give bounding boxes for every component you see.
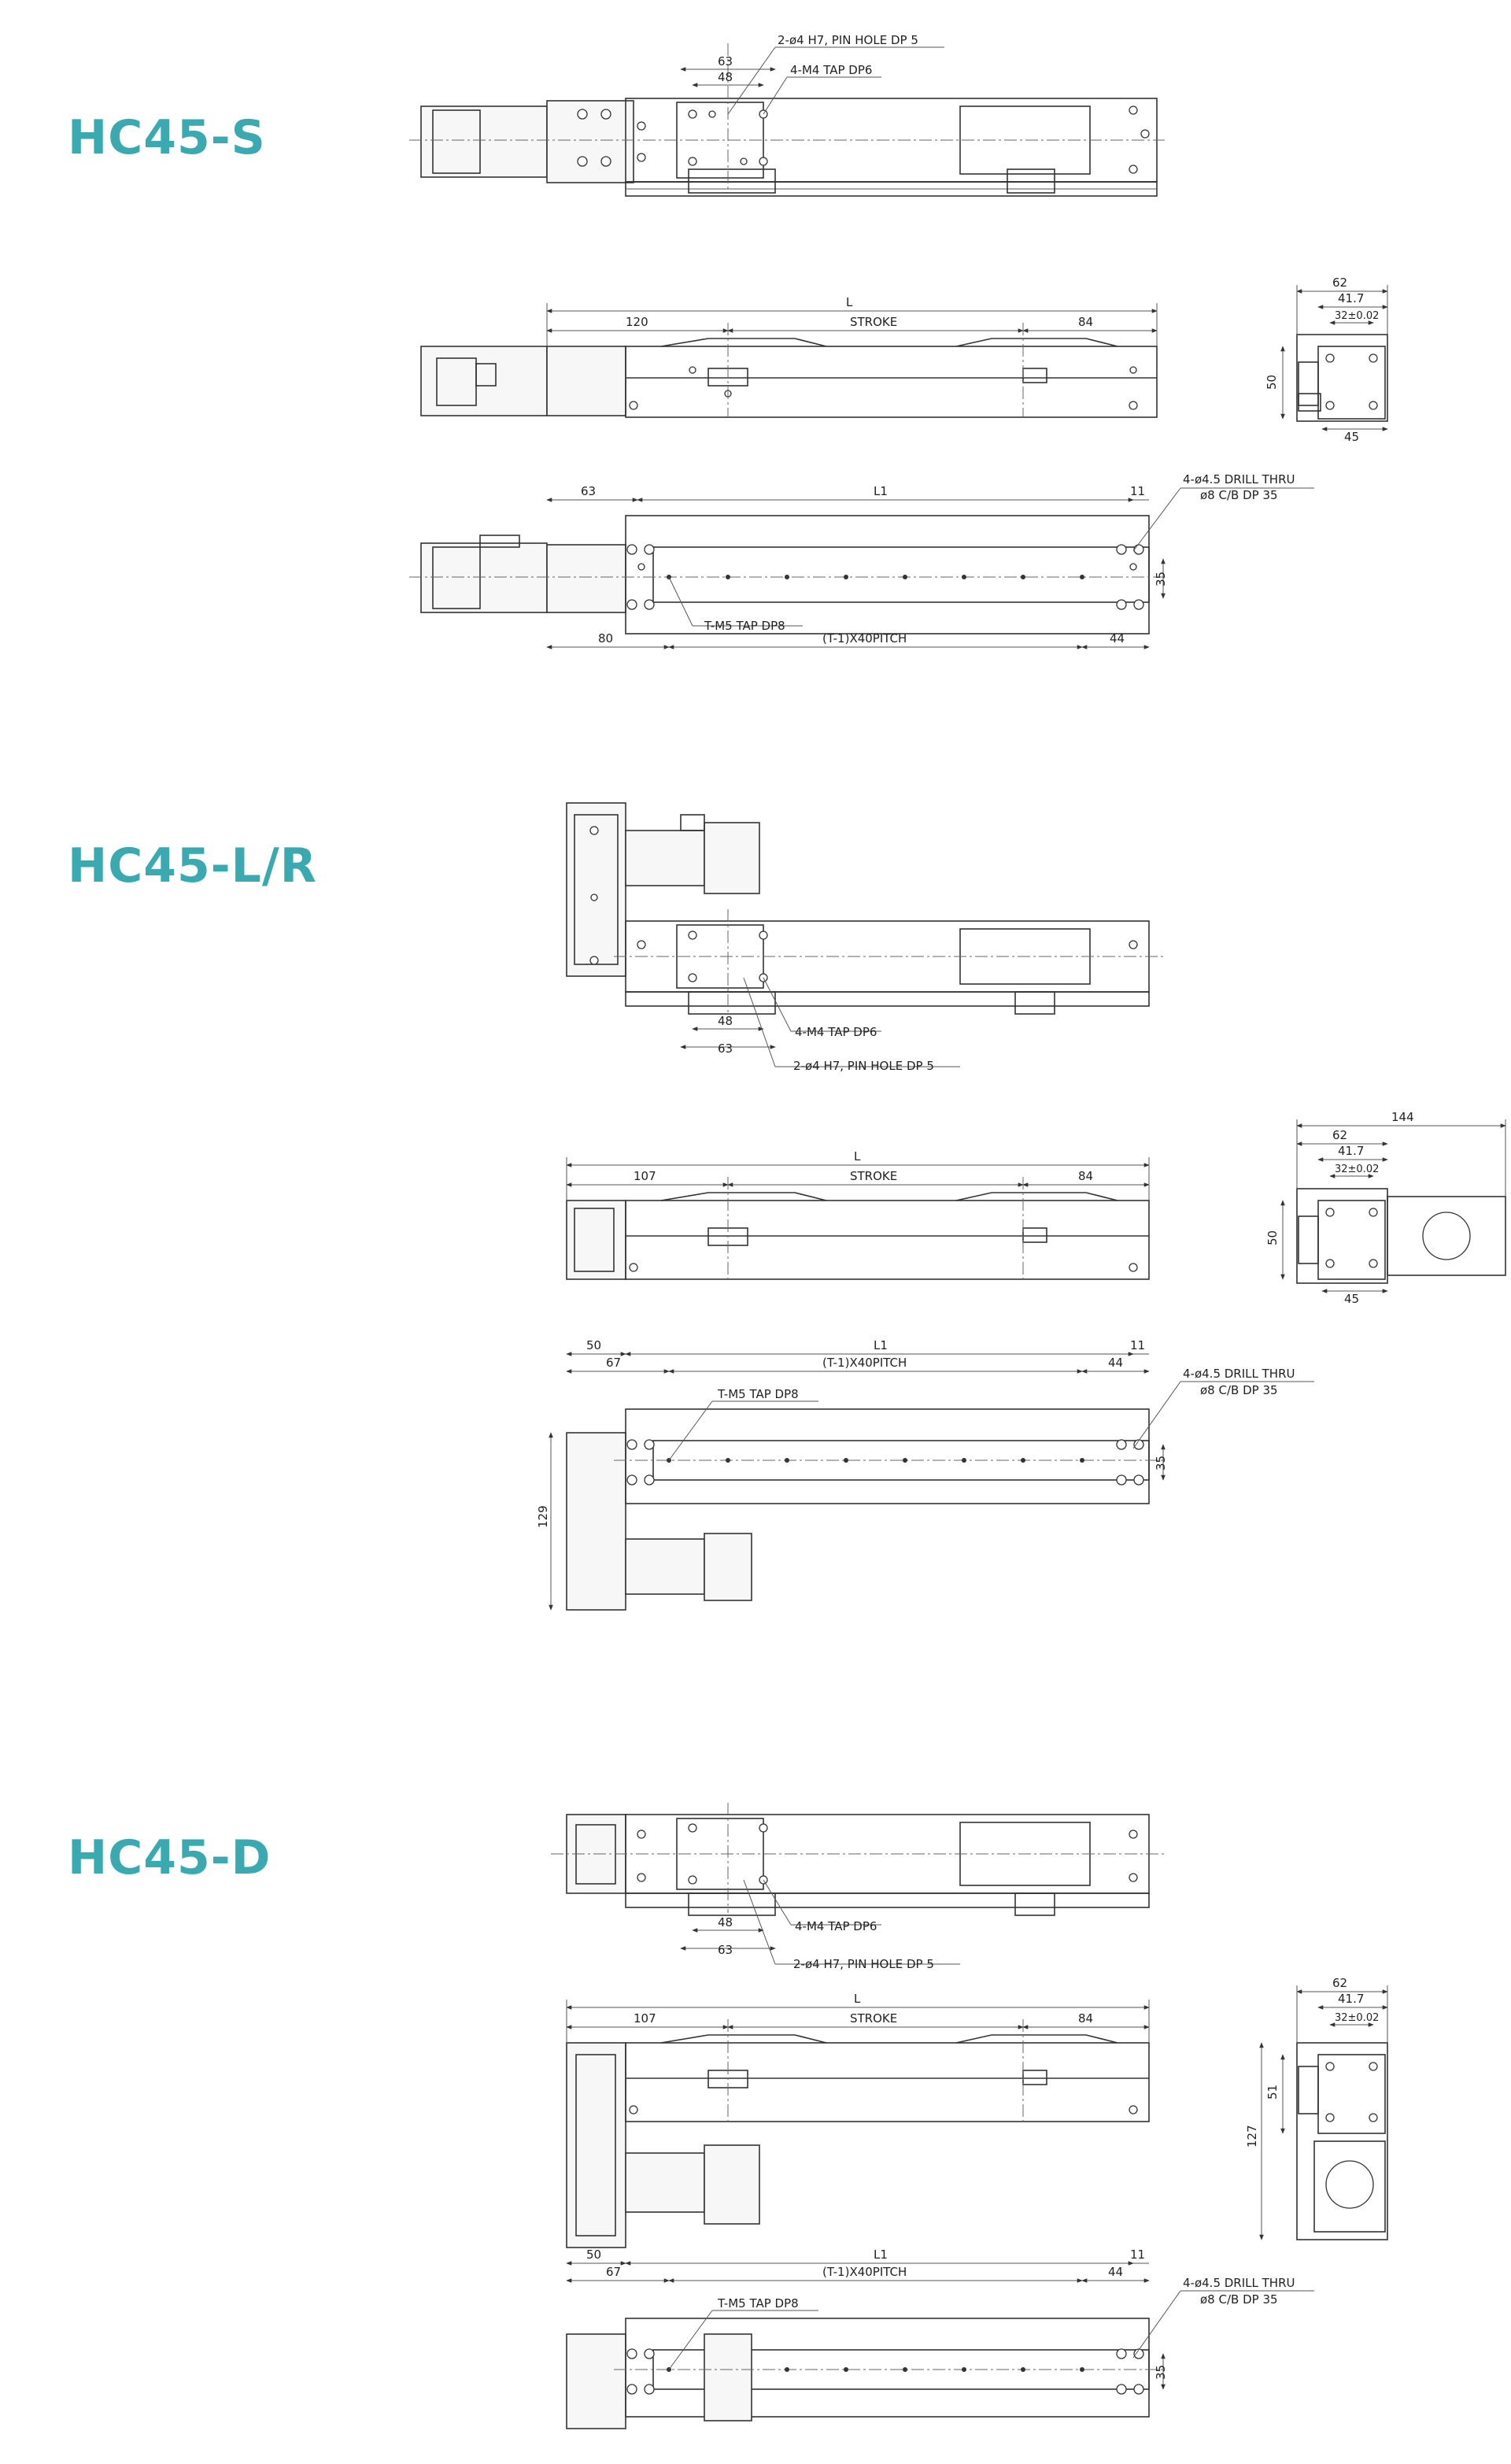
dim-11: 11 — [1130, 484, 1145, 498]
dim-l1-lr: L1 — [874, 1338, 888, 1352]
dim-84: 84 — [1078, 315, 1093, 329]
dim-11-lr: 11 — [1130, 1338, 1145, 1352]
dim-stroke-lr: STROKE — [850, 1169, 897, 1183]
dim-50-bottom-lr: 50 — [586, 1338, 601, 1352]
dim-48: 48 — [718, 70, 733, 84]
dim-l-lr: L — [854, 1149, 861, 1164]
callout-cb-lr: ø8 C/B DP 35 — [1200, 1383, 1278, 1397]
dim-44-d: 44 — [1108, 2265, 1123, 2279]
dim-67-lr: 67 — [606, 1356, 621, 1370]
dim-63-bottom: 63 — [581, 484, 596, 498]
dim-50-lr: 50 — [1265, 1230, 1280, 1245]
dim-41-7: 41.7 — [1338, 291, 1364, 305]
callout-m5-tap: T-M5 TAP DP8 — [704, 619, 785, 633]
dim-107-d: 107 — [634, 2011, 656, 2026]
dim-l-d: L — [854, 1992, 861, 2006]
callout-m4-tap-d: 4-M4 TAP DP6 — [795, 1919, 877, 1933]
callout-pin-hole-d: 2-ø4 H7, PIN HOLE DP 5 — [793, 1957, 934, 1971]
hc45-lr-end-view: 144 62 41.7 32±0.02 50 45 — [1265, 1110, 1506, 1306]
dim-44: 44 — [1110, 631, 1125, 646]
callout-pin-hole-lr: 2-ø4 H7, PIN HOLE DP 5 — [793, 1059, 934, 1073]
dim-51: 51 — [1265, 2085, 1280, 2100]
callout-drill-thru: 4-ø4.5 DRILL THRU — [1183, 472, 1295, 487]
dim-l1: L1 — [874, 484, 888, 498]
section-title-hc45-d: HC45-D — [68, 1830, 272, 1885]
hc45-d-top-view: 48 63 4-M4 TAP DP6 2-ø4 H7, PIN HOLE DP … — [551, 1803, 1165, 1971]
dim-41-7-d: 41.7 — [1338, 1992, 1364, 2006]
dim-stroke: STROKE — [850, 315, 897, 329]
dim-107-lr: 107 — [634, 1169, 656, 1183]
hc45-s-bottom-view: 63 L1 11 35 80 (T-1)X40PITCH 44 4-ø4.5 D… — [409, 472, 1314, 649]
dim-32-d: 32±0.02 — [1335, 2012, 1379, 2024]
dim-84-d: 84 — [1078, 2011, 1093, 2026]
dim-129: 129 — [536, 1505, 550, 1528]
dim-63-lr: 63 — [718, 1041, 733, 1056]
callout-cb-d: ø8 C/B DP 35 — [1200, 2292, 1278, 2307]
hc45-d-end-view: 62 41.7 32±0.02 51 127 — [1245, 1976, 1388, 2240]
dim-pitch: (T-1)X40PITCH — [822, 631, 907, 646]
dim-62-d: 62 — [1332, 1976, 1347, 1990]
hc45-s-side-view: L 120 STROKE 84 — [420, 295, 1158, 418]
dim-84-lr: 84 — [1078, 1169, 1093, 1183]
callout-drill-thru-lr: 4-ø4.5 DRILL THRU — [1183, 1367, 1295, 1381]
dim-63: 63 — [718, 54, 733, 68]
callout-m4-tap: 4-M4 TAP DP6 — [790, 63, 872, 77]
callout-pin-hole: 2-ø4 H7, PIN HOLE DP 5 — [778, 33, 918, 47]
callout-m4-tap-lr: 4-M4 TAP DP6 — [795, 1025, 877, 1039]
dim-50: 50 — [1265, 375, 1279, 390]
dim-45-lr: 45 — [1344, 1292, 1359, 1306]
dim-48-lr: 48 — [718, 1014, 733, 1028]
hc45-d-bottom-view: 50 L1 11 67 (T-1)X40PITCH 44 35 T-M5 TAP… — [566, 2248, 1314, 2429]
dim-11-d: 11 — [1130, 2248, 1145, 2262]
dim-32: 32±0.02 — [1335, 310, 1379, 322]
dim-41-7-lr: 41.7 — [1338, 1144, 1364, 1158]
dim-32-lr: 32±0.02 — [1335, 1164, 1379, 1175]
dim-45: 45 — [1344, 430, 1359, 444]
dim-144: 144 — [1391, 1110, 1414, 1124]
dim-35: 35 — [1154, 572, 1168, 586]
section-title-hc45-lr: HC45-L/R — [68, 838, 317, 893]
hc45-lr-side-view: L 107 STROKE 84 — [566, 1149, 1150, 1280]
callout-drill-thru-d: 4-ø4.5 DRILL THRU — [1183, 2276, 1295, 2290]
hc45-d-side-view: L 107 STROKE 84 — [566, 1992, 1150, 2248]
dim-l: L — [846, 295, 853, 309]
dim-44-lr: 44 — [1108, 1356, 1123, 1370]
dim-pitch-lr: (T-1)X40PITCH — [822, 1356, 907, 1370]
dim-48-d: 48 — [718, 1915, 733, 1929]
dim-80: 80 — [598, 631, 613, 646]
callout-cb: ø8 C/B DP 35 — [1200, 488, 1278, 502]
dim-62-lr: 62 — [1332, 1128, 1347, 1142]
dim-35-d: 35 — [1154, 2365, 1168, 2380]
callout-m5-tap-d: T-M5 TAP DP8 — [717, 2296, 799, 2310]
dim-120: 120 — [626, 315, 648, 329]
hc45-s-top-view: 63 48 2-ø4 H7, PIN HOLE DP 5 4-M4 TAP DP… — [409, 33, 1165, 197]
dim-50-bottom-d: 50 — [586, 2248, 601, 2262]
hc45-s-end-view: 62 41.7 32±0.02 50 45 — [1265, 276, 1388, 444]
dim-35-lr: 35 — [1154, 1456, 1168, 1471]
dim-l1-d: L1 — [874, 2248, 888, 2262]
dim-127: 127 — [1245, 2125, 1259, 2148]
dim-62: 62 — [1332, 276, 1347, 290]
hc45-lr-bottom-view: 50 L1 11 67 (T-1)X40PITCH 44 35 129 T-M5… — [536, 1338, 1314, 1611]
dim-67-d: 67 — [606, 2265, 621, 2279]
dim-pitch-d: (T-1)X40PITCH — [822, 2265, 907, 2279]
hc45-lr-top-view: 48 63 4-M4 TAP DP6 2-ø4 H7, PIN HOLE DP … — [566, 802, 1165, 1073]
section-title-hc45-s: HC45-S — [68, 110, 266, 165]
dim-63-d: 63 — [718, 1943, 733, 1957]
callout-m5-tap-lr: T-M5 TAP DP8 — [717, 1387, 799, 1401]
dim-stroke-d: STROKE — [850, 2011, 897, 2026]
